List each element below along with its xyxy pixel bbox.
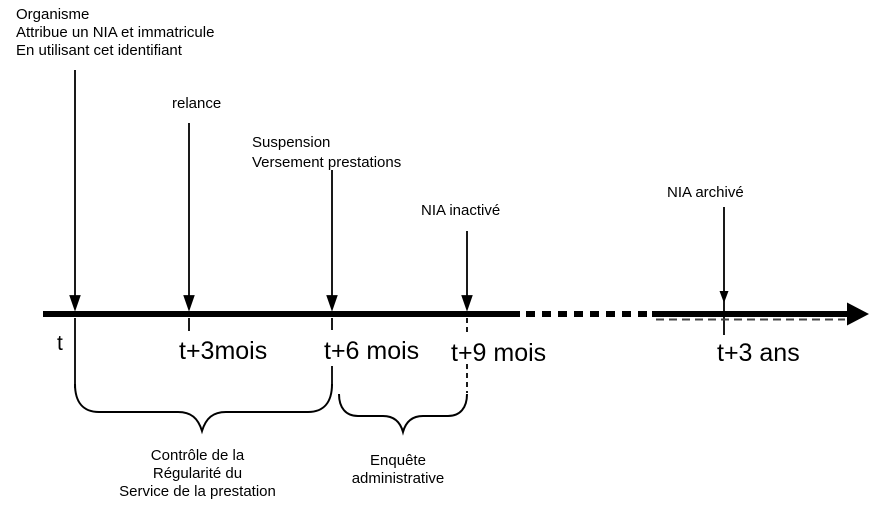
organisme-arrowhead-icon xyxy=(69,295,81,312)
organisme-line2: Attribue un NIA et immatricule xyxy=(16,24,215,41)
enquete-phase-label: Enquête administrative xyxy=(318,452,478,488)
suspension-label: Suspension Versement prestations xyxy=(252,133,401,173)
relance-arrowhead-icon xyxy=(183,295,195,312)
controle-line2: Régularité du xyxy=(152,465,243,482)
organisme-label: Organisme Attribue un NIA et immatricule… xyxy=(16,6,214,60)
enquete-line1: Enquête xyxy=(370,452,426,469)
controle-line1: Contrôle de la xyxy=(150,447,245,464)
suspension-arrowhead-icon xyxy=(326,295,338,312)
timeline-label-t3ans: t+3 ans xyxy=(717,339,800,367)
suspension-line2: Versement prestations xyxy=(252,154,402,171)
timeline-label-t9mois: t+9 mois xyxy=(451,339,547,367)
timeline-label-t: t xyxy=(57,332,63,355)
nia-archive-arrowhead-icon xyxy=(719,291,729,303)
timeline-label-t6mois: t+6 mois xyxy=(324,337,420,365)
controle-line3: Service de la prestation xyxy=(119,483,276,500)
nia-inactive-arrowhead-icon xyxy=(461,295,473,312)
timeline-arrowhead-icon xyxy=(847,302,869,326)
enquete-line2: administrative xyxy=(351,470,445,487)
controle-phase-label: Contrôle de la Régularité du Service de … xyxy=(95,447,300,501)
nia-archive-label: NIA archivé xyxy=(667,184,744,201)
organisme-line1: Organisme xyxy=(16,6,90,23)
relance-label: relance xyxy=(172,95,222,112)
controle-brace xyxy=(74,383,333,435)
timeline-label-t3mois: t+3mois xyxy=(179,337,268,365)
organisme-line3: En utilisant cet identifiant xyxy=(16,42,182,59)
suspension-line1: Suspension xyxy=(252,134,331,151)
nia-inactive-label: NIA inactivé xyxy=(421,202,501,219)
enquete-brace xyxy=(338,393,468,436)
